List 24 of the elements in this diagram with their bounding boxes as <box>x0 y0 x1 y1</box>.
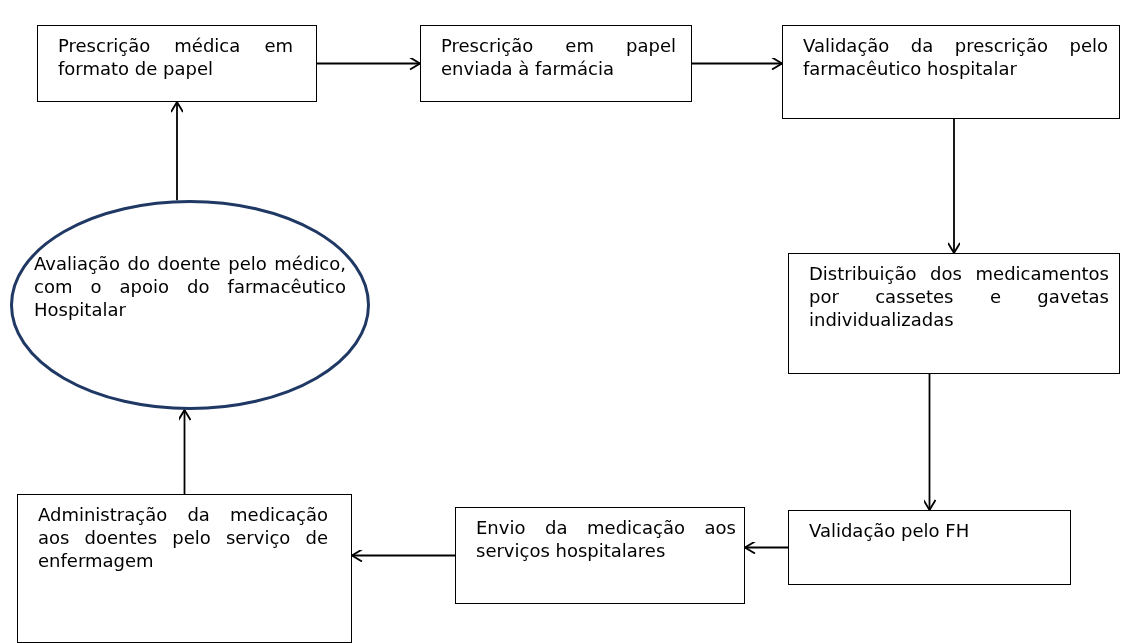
arrow <box>170 101 184 202</box>
process-box <box>37 25 317 102</box>
process-box <box>782 25 1120 119</box>
process-box <box>455 507 745 604</box>
arrow <box>922 373 937 511</box>
arrow <box>316 56 421 71</box>
process-box <box>788 510 1071 585</box>
node-text: Distribuição dos medicamentos por cassetes e gavetas individualizadas <box>809 262 1109 331</box>
node-text: Prescrição em papel enviada à farmácia <box>441 34 676 80</box>
arrow <box>947 118 961 254</box>
arrow <box>351 548 456 563</box>
arrow <box>744 540 789 555</box>
node-text: Envio da medicação aos serviços hospitalares <box>476 516 736 562</box>
node-text: Prescrição médica em formato de papel <box>58 34 293 80</box>
process-box <box>420 25 692 102</box>
process-box <box>17 494 352 643</box>
arrow <box>177 409 192 495</box>
node-text: Avaliação do doente pelo médico, com o apoio do farmacêutico Hospitalar <box>34 252 346 321</box>
process-box <box>788 253 1120 374</box>
node-text: Validação da prescrição pelo farmacêutico hospitalar <box>803 34 1108 80</box>
ellipse-node <box>10 200 370 410</box>
node-text: Validação pelo FH <box>809 519 971 542</box>
node-text: Administração da medicação aos doentes pelo serviço de enfermagem <box>38 503 328 572</box>
arrow <box>691 56 783 71</box>
